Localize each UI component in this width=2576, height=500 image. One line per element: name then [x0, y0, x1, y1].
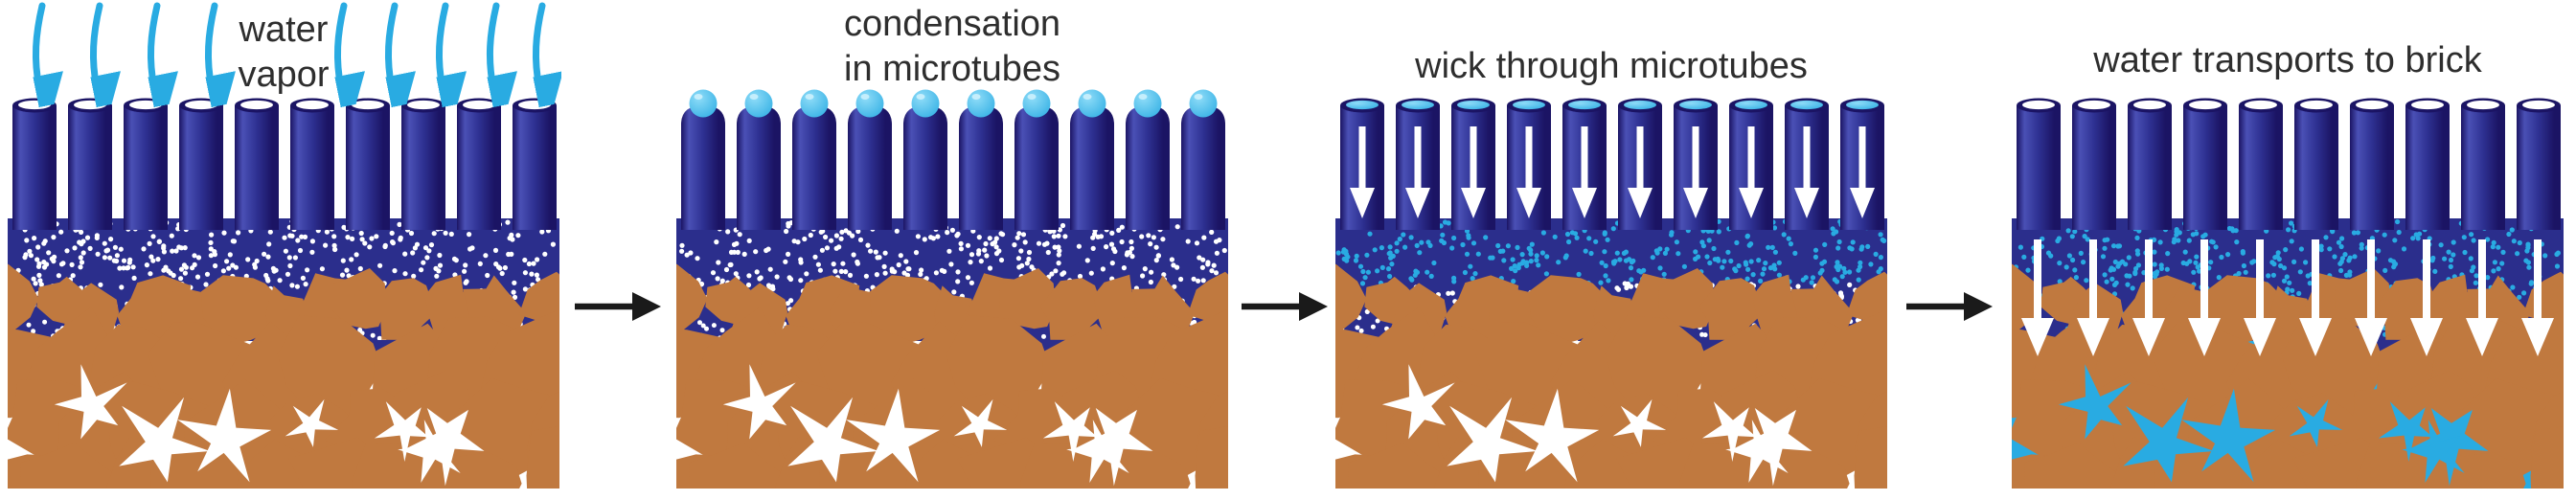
- scene-water-vapor: [8, 2, 561, 489]
- right-arrow-icon: [575, 292, 661, 321]
- scene-condensation: [676, 89, 1228, 489]
- flow-arrow-3: [1903, 284, 1995, 330]
- panel-condensation-in-microtubes: condensation in microtubes: [674, 0, 1230, 500]
- panel-water-vapor: water vapor: [6, 0, 561, 500]
- scene-wick: [1335, 98, 1887, 489]
- panel-water-transports-to-brick: water transports to brick: [2010, 0, 2565, 500]
- scene-transport: [2012, 98, 2564, 489]
- flow-arrow-2: [1238, 284, 1330, 330]
- panel-wick-through-microtubes: wick through microtubes: [1334, 0, 1889, 500]
- right-arrow-icon: [1242, 292, 1328, 321]
- flow-arrow-1: [571, 284, 663, 330]
- right-arrow-icon: [1906, 292, 1993, 321]
